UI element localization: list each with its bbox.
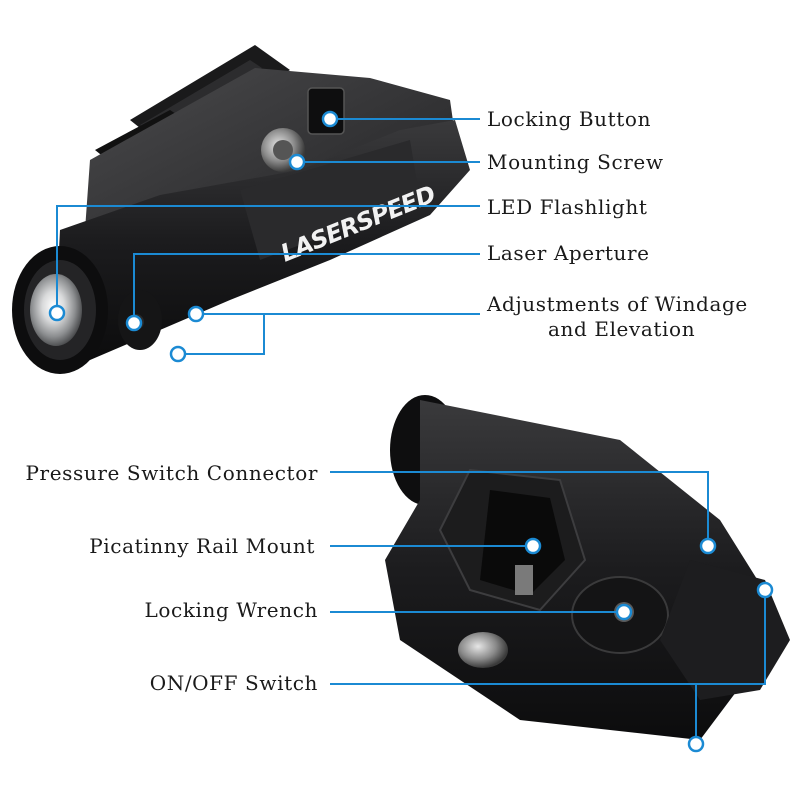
laser-aperture-dot [125, 314, 143, 332]
bottom-device-illustration [385, 395, 790, 740]
windage-dot [187, 305, 205, 323]
adjustments-leader-2 [178, 314, 265, 355]
led-flashlight-leader [56, 205, 480, 313]
led-flashlight-label: LED Flashlight [487, 195, 648, 219]
top-device-illustration: LASERSPEED [12, 45, 470, 374]
bottom-callout-lines [330, 471, 766, 744]
elevation-dot [169, 345, 187, 363]
locking-button-label: Locking Button [487, 107, 652, 131]
locking-wrench-dot [615, 603, 633, 621]
bottom-callout-dots [524, 537, 774, 753]
pressure-switch-dot [699, 537, 717, 555]
laser-aperture-leader [133, 253, 480, 323]
top-callout-dots [48, 110, 339, 363]
locking-wrench-label: Locking Wrench [144, 598, 318, 622]
onoff-leader [330, 590, 766, 685]
adjustments-label-line2: and Elevation [548, 317, 696, 341]
onoff-dot-bottom [687, 735, 705, 753]
mounting-screw-dot [288, 153, 306, 171]
mounting-screw-label: Mounting Screw [487, 150, 664, 174]
picatinny-dot [524, 537, 542, 555]
laser-aperture-label: Laser Aperture [487, 241, 650, 265]
adjustments-label-line1: Adjustments of Windage [487, 292, 748, 316]
pressure-switch-connector-label: Pressure Switch Connector [25, 461, 318, 485]
picatinny-rail-mount-label: Picatinny Rail Mount [89, 534, 315, 558]
pressure-switch-leader [330, 471, 709, 546]
locking-button-dot [321, 110, 339, 128]
on-off-switch-label: ON/OFF Switch [149, 671, 318, 695]
led-flashlight-dot [48, 304, 66, 322]
top-callout-lines [56, 118, 480, 355]
onoff-dot-rear [756, 581, 774, 599]
